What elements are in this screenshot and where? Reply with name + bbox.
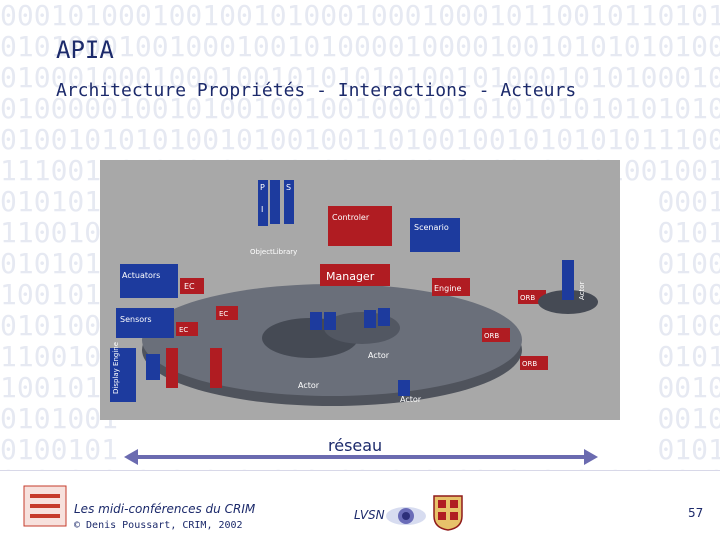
crim-logo [22,484,68,528]
engine-block [432,278,470,296]
orb-label-2: ORB [484,332,499,340]
slide-subtitle: Architecture Propriétés - Interactions -… [56,80,577,101]
network-arrow-left [124,449,138,465]
top-p-label: P [260,183,265,192]
manager-label: Manager [326,270,375,283]
actuators-label: Actuators [122,271,160,280]
ec-label-2: EC [179,326,188,334]
orb-block-3 [520,356,548,370]
object-library-label: ObjectLibrary [250,248,297,256]
ec-label-3: EC [219,310,228,318]
ec-label-1: EC [184,282,195,291]
scenario-label: Scenario [414,223,449,232]
footer-series: Les midi-conférences du CRIM [74,502,256,516]
sensors-label: Sensors [120,315,152,324]
disk-actor-label-2: Actor [368,351,390,360]
network-arrow-right [584,449,598,465]
orb-label-3: ORB [522,360,537,368]
ec-block-2 [176,322,198,336]
disk-actor-label-1: Actor [298,381,320,390]
top-i-label: I [261,205,263,214]
actuators-block [120,264,178,298]
network-label: réseau [328,436,383,455]
lvsn-logo [384,498,432,530]
display-engine-label: Display Engine [112,342,120,394]
top-s-label: S [286,183,291,192]
manager-block [320,264,390,286]
ec-block-3 [216,306,238,320]
controler-block [328,206,392,246]
engine-label: Engine [434,284,461,293]
orb-block-2 [482,328,510,342]
controler-label: Controler [332,213,370,222]
network-line [132,455,588,459]
university-crest [432,494,464,532]
footer-copyright: © Denis Poussart, CRIM, 2002 [74,520,243,531]
right-actor-label: Actor [578,281,586,300]
sensors-block [116,308,174,338]
page-number: 57 [688,506,704,520]
scenario-block [410,218,460,252]
slide-title: APIA [56,36,114,64]
architecture-diagram: Manager Engine Controler Scenario Object… [100,160,620,420]
lvsn-label: LVSN [354,508,385,522]
disk-actor-label-3: Actor [400,395,422,404]
display-engine-block [110,348,136,402]
orb-label-1: ORB [520,294,535,302]
footer-divider [0,470,720,471]
ec-block-1 [180,278,204,294]
